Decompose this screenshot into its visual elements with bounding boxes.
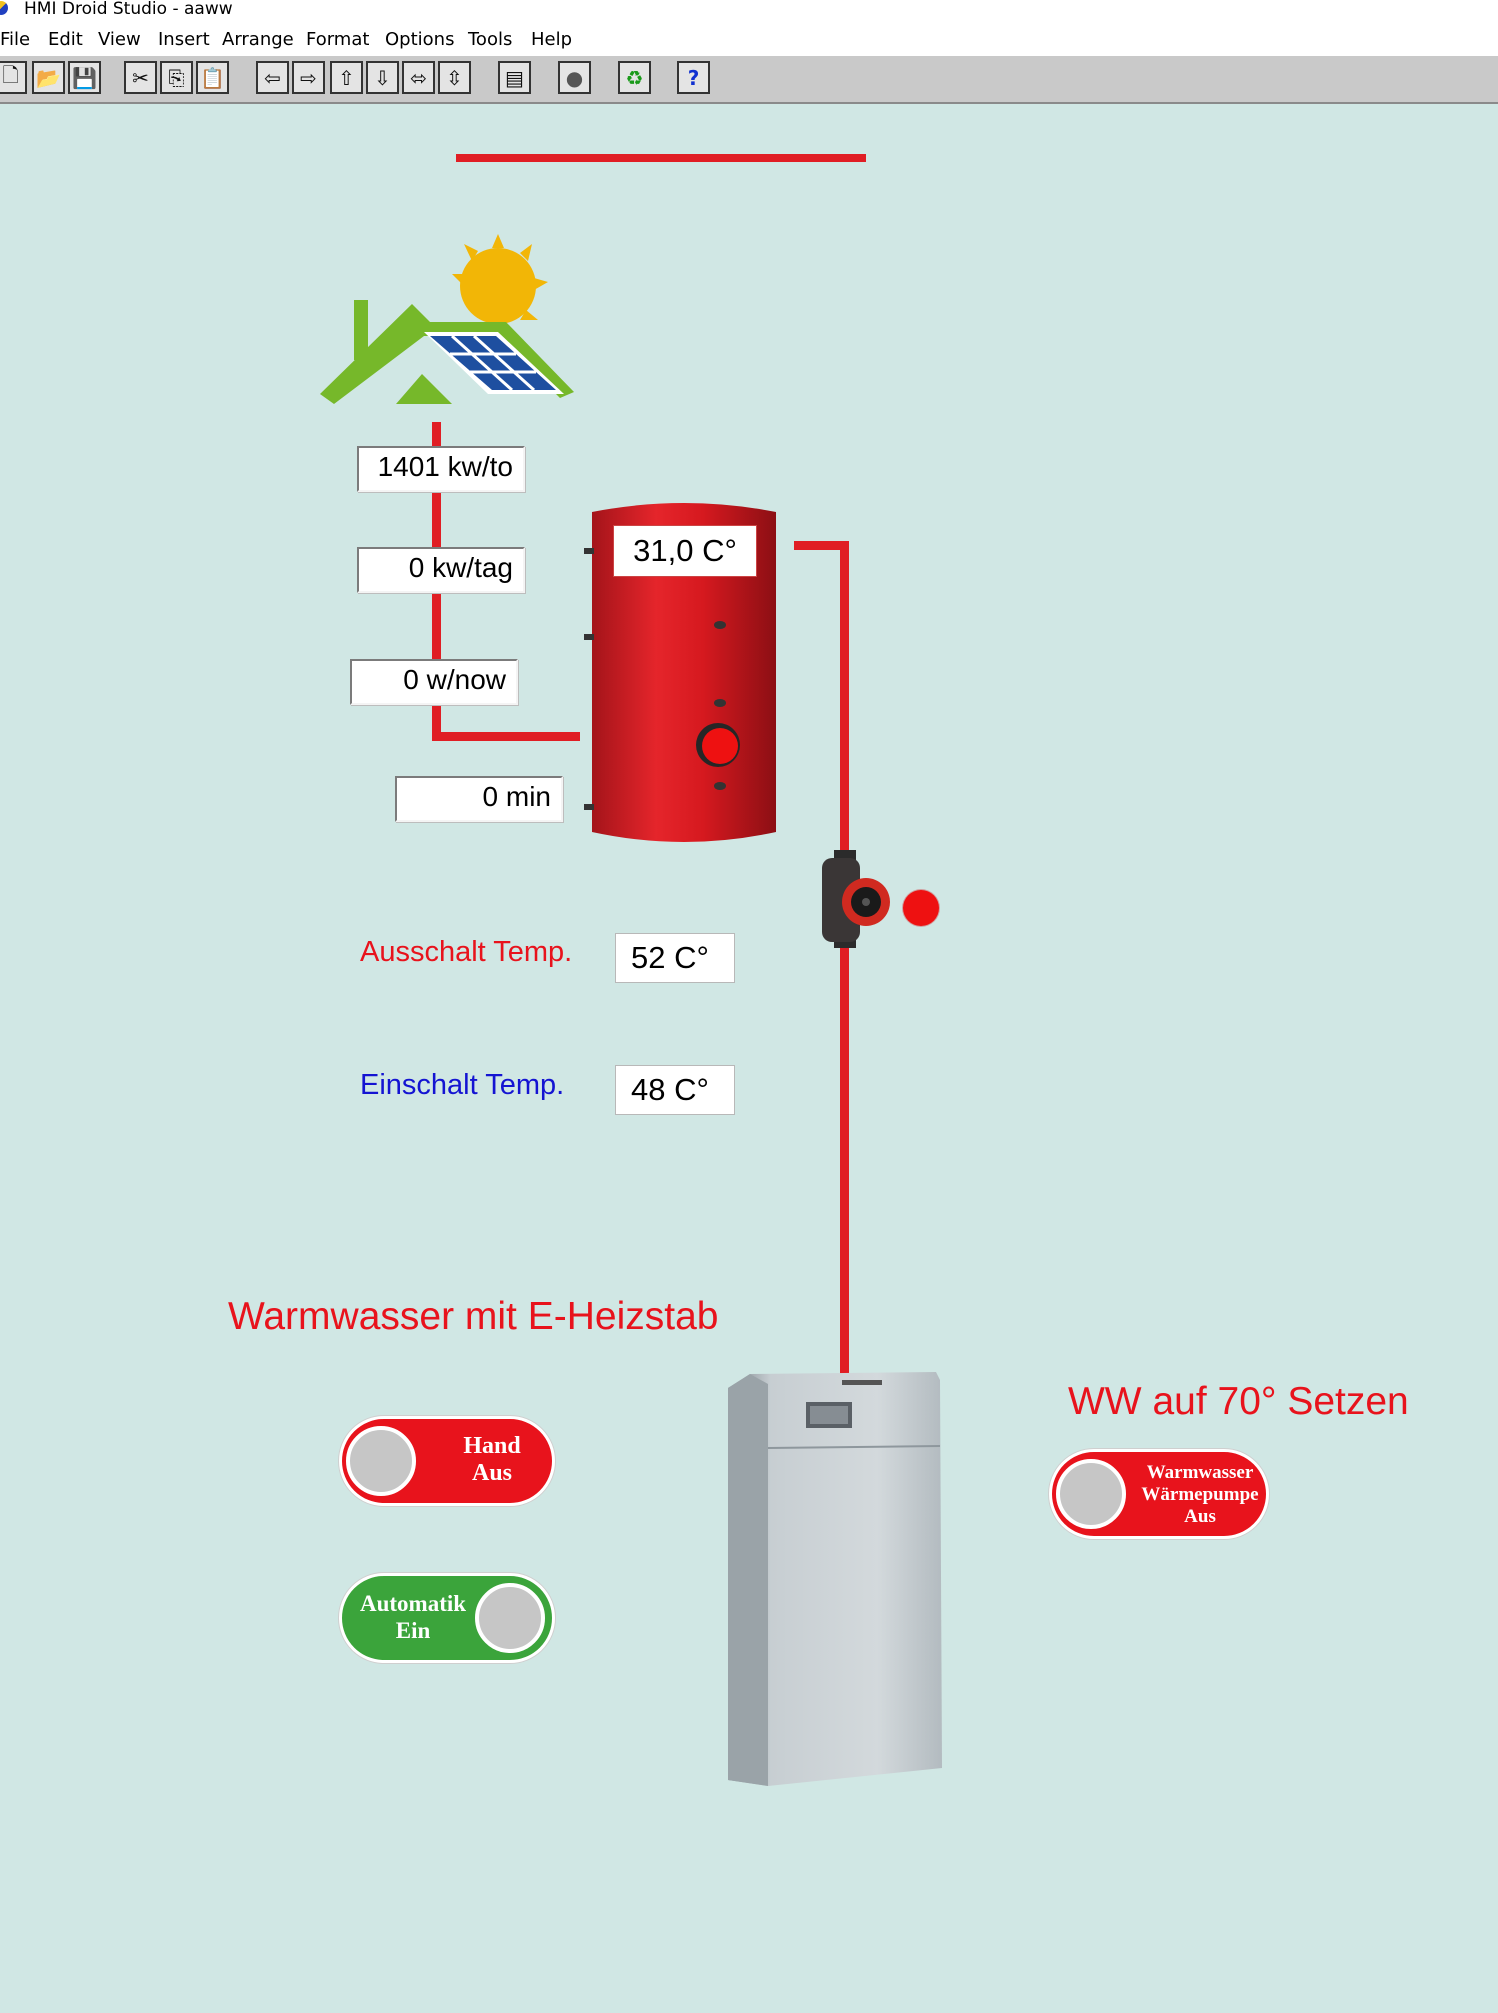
align-right-icon[interactable]: ⇨ [292, 61, 325, 94]
heater-title: Warmwasser mit E-Heizstab [228, 1295, 719, 1338]
solar-daily-field: 0 kw/tag [357, 547, 525, 593]
solar-pipe-horizontal [432, 732, 580, 741]
off-temp-label: Ausschalt Temp. [360, 936, 573, 968]
same-width-icon[interactable]: ⬄ [402, 61, 435, 94]
menu-format[interactable]: Format [306, 29, 370, 50]
hand-toggle-line2: Aus [471, 1460, 513, 1486]
heatpump-toggle-line3: Aus [1184, 1506, 1216, 1527]
solar-power-field: 0 w/now [350, 659, 518, 705]
save-icon[interactable]: 💾 [68, 61, 101, 94]
paste-icon[interactable]: 📋 [196, 61, 229, 94]
solar-roof-icon [320, 234, 574, 404]
app-icon [0, 1, 8, 15]
menu-arrange[interactable]: Arrange [222, 29, 294, 50]
heatpump-title: WW auf 70° Setzen [1068, 1380, 1409, 1423]
auto-toggle[interactable]: Automatik Ein [339, 1573, 555, 1663]
hand-toggle-line1: Hand [463, 1433, 521, 1459]
menu-view[interactable]: View [98, 29, 141, 50]
title-bar: HMI Droid Studio - aaww [0, 0, 1498, 20]
tank-temperature-field: 31,0 C° [614, 526, 756, 576]
heatpump-toggle[interactable]: Warmwasser Wärmepumpe Aus [1049, 1449, 1269, 1539]
help-icon[interactable]: ? [677, 61, 710, 94]
heatpump-toggle-knob [1056, 1459, 1126, 1529]
heatpump-toggle-line2: Wärmepumpe [1141, 1484, 1259, 1505]
solar-total-field: 1401 kw/to [357, 446, 525, 492]
hand-toggle-knob [346, 1426, 416, 1496]
auto-toggle-knob [475, 1583, 545, 1653]
auto-toggle-line2: Ein [395, 1618, 431, 1643]
menu-bar: File Edit View Insert Arrange Format Opt… [0, 20, 1498, 56]
menu-options[interactable]: Options [385, 29, 455, 50]
on-temp-field[interactable]: 48 C° [616, 1066, 734, 1114]
record-icon[interactable]: ● [558, 61, 591, 94]
menu-help[interactable]: Help [531, 29, 573, 50]
circulation-pump-icon [822, 850, 890, 948]
menu-edit[interactable]: Edit [48, 29, 83, 50]
same-height-icon[interactable]: ⇳ [438, 61, 471, 94]
hmi-canvas: 1401 kw/to 0 kw/tag 0 w/now 0 min 31,0 C… [0, 104, 1498, 2013]
cut-icon[interactable]: ✂ [124, 61, 157, 94]
sun-icon [452, 234, 548, 324]
heat-pump-unit-icon [728, 1372, 942, 1786]
off-temp-field[interactable]: 52 C° [616, 934, 734, 982]
pump-status-indicator [903, 890, 939, 926]
align-bottom-icon[interactable]: ⇩ [366, 61, 399, 94]
open-icon[interactable]: 📂 [32, 61, 65, 94]
refresh-icon[interactable]: ♻ [618, 61, 651, 94]
menu-insert[interactable]: Insert [158, 29, 210, 50]
menu-tools[interactable]: Tools [468, 29, 513, 50]
new-icon[interactable]: 🗋 [0, 61, 27, 94]
align-left-icon[interactable]: ⇦ [256, 61, 289, 94]
heatpump-toggle-line1: Warmwasser [1146, 1462, 1254, 1483]
toolbar: 🗋📂💾 ✂⎘📋 ⇦⇨⇧⇩⬄⇳ ▤ ● ♻? [0, 56, 1498, 104]
align-top-icon[interactable]: ⇧ [330, 61, 363, 94]
hot-pipe-top [794, 541, 848, 550]
menu-file[interactable]: File [0, 29, 31, 50]
properties-icon[interactable]: ▤ [498, 61, 531, 94]
copy-icon[interactable]: ⎘ [160, 61, 193, 94]
hand-toggle[interactable]: Hand Aus [339, 1416, 555, 1506]
on-temp-label: Einschalt Temp. [360, 1069, 565, 1101]
top-divider-line [456, 154, 866, 162]
hot-pipe-vertical [840, 541, 849, 1475]
auto-toggle-line1: Automatik [359, 1591, 467, 1616]
heater-status-indicator [702, 728, 738, 764]
solar-runtime-field: 0 min [395, 776, 563, 822]
window-title: HMI Droid Studio - aaww [24, 0, 233, 19]
